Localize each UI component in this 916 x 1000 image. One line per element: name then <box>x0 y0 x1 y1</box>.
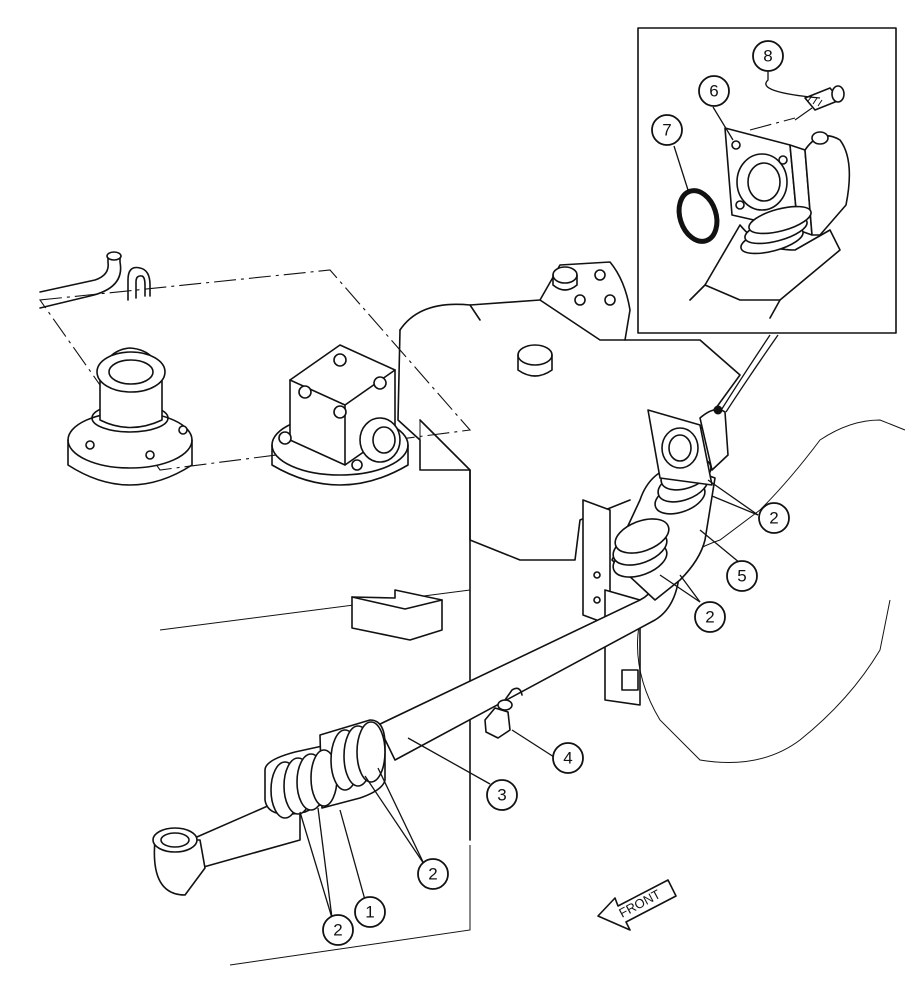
o-ring-7 <box>676 188 720 244</box>
callout-4: 4 <box>552 742 584 774</box>
svg-text:4: 4 <box>563 749 572 768</box>
leader-lines <box>299 66 821 919</box>
detail-inset <box>637 27 897 334</box>
svg-text:3: 3 <box>497 786 506 805</box>
filler-cap <box>67 347 193 486</box>
svg-text:7: 7 <box>662 121 671 140</box>
drain-plug <box>484 687 523 739</box>
callout-6: 6 <box>698 75 730 107</box>
callout-1: 1 <box>354 896 386 928</box>
callout-8: 8 <box>752 40 784 72</box>
filter-housing <box>271 344 409 486</box>
callout-5: 5 <box>726 560 758 592</box>
upper-pipes <box>39 251 151 309</box>
svg-text:2: 2 <box>333 921 342 940</box>
svg-text:2: 2 <box>705 608 714 627</box>
svg-text:1: 1 <box>365 903 374 922</box>
svg-text:2: 2 <box>428 865 437 884</box>
front-arrow: FRONT <box>597 879 677 931</box>
svg-text:5: 5 <box>737 567 746 586</box>
callout-7: 7 <box>651 114 683 146</box>
callout-2-middle: 2 <box>694 601 726 633</box>
svg-text:8: 8 <box>763 47 772 66</box>
suction-tube <box>152 539 681 896</box>
svg-text:2: 2 <box>769 509 778 528</box>
callout-2-lower-right: 2 <box>417 858 449 890</box>
callout-2-lower-left: 2 <box>322 914 354 946</box>
upper-hose <box>611 405 729 601</box>
svg-text:6: 6 <box>709 82 718 101</box>
callout-2-upper: 2 <box>758 502 790 534</box>
callout-3: 3 <box>486 779 518 811</box>
